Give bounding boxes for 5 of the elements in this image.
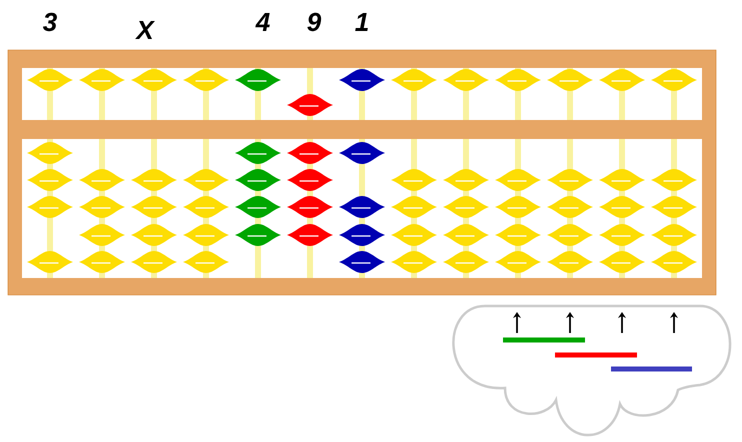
column-label: 9 — [307, 12, 322, 32]
column-label: 3 — [42, 12, 57, 32]
column-label: 1 — [355, 13, 368, 31]
column-label: X — [135, 21, 155, 39]
column-label: 4 — [255, 13, 270, 31]
